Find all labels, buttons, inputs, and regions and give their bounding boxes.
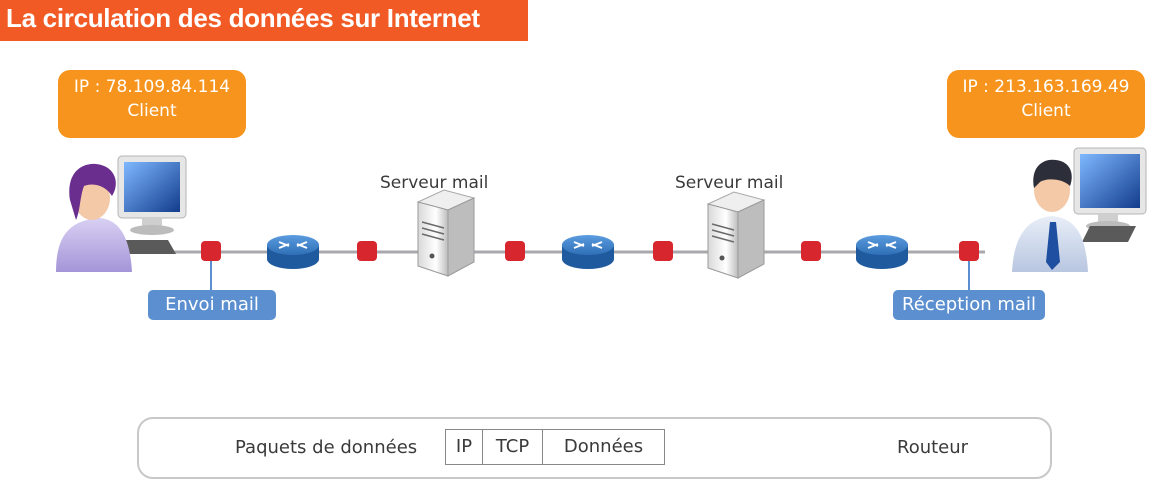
server-label-2: Serveur mail <box>675 173 784 193</box>
packet-field-data: Données <box>542 430 664 464</box>
legend <box>137 417 1052 479</box>
client-right-role: Client <box>1021 101 1071 121</box>
legend-packets-label: Paquets de données <box>235 437 418 458</box>
left-user-icon <box>56 155 187 272</box>
client-right-ip: IP : 213.163.169.49 <box>962 77 1130 97</box>
packet-structure: IP TCP Données <box>445 429 665 465</box>
mail-server-icon-2 <box>706 191 766 279</box>
packet-icon <box>959 241 979 261</box>
receive-mail-callout: Réception mail <box>893 290 1045 320</box>
send-mail-callout: Envoi mail <box>148 290 276 320</box>
packet-icon <box>505 241 525 261</box>
title-banner: La circulation des données sur Internet <box>0 0 528 41</box>
mail-server-icon-1 <box>416 189 476 277</box>
packet-icon <box>801 241 821 261</box>
legend-router-label: Routeur <box>897 437 969 458</box>
packet-field-tcp: TCP <box>482 430 542 464</box>
router-icon-1 <box>267 235 319 269</box>
client-box-left: IP : 78.109.84.114 Client <box>58 70 246 138</box>
router-icon-3 <box>856 235 908 269</box>
packet-field-ip: IP <box>455 436 473 457</box>
packet-icon <box>653 241 673 261</box>
server-label-1: Serveur mail <box>380 173 489 193</box>
right-user-icon <box>1012 147 1147 272</box>
client-left-ip: IP : 78.109.84.114 <box>73 77 231 97</box>
packet-icon <box>357 241 377 261</box>
packet-icon <box>201 241 221 261</box>
page-title: La circulation des données sur Internet <box>6 3 480 33</box>
router-icon-2 <box>562 235 614 269</box>
client-box-right: IP : 213.163.169.49 Client <box>947 70 1145 138</box>
client-left-role: Client <box>127 101 177 121</box>
